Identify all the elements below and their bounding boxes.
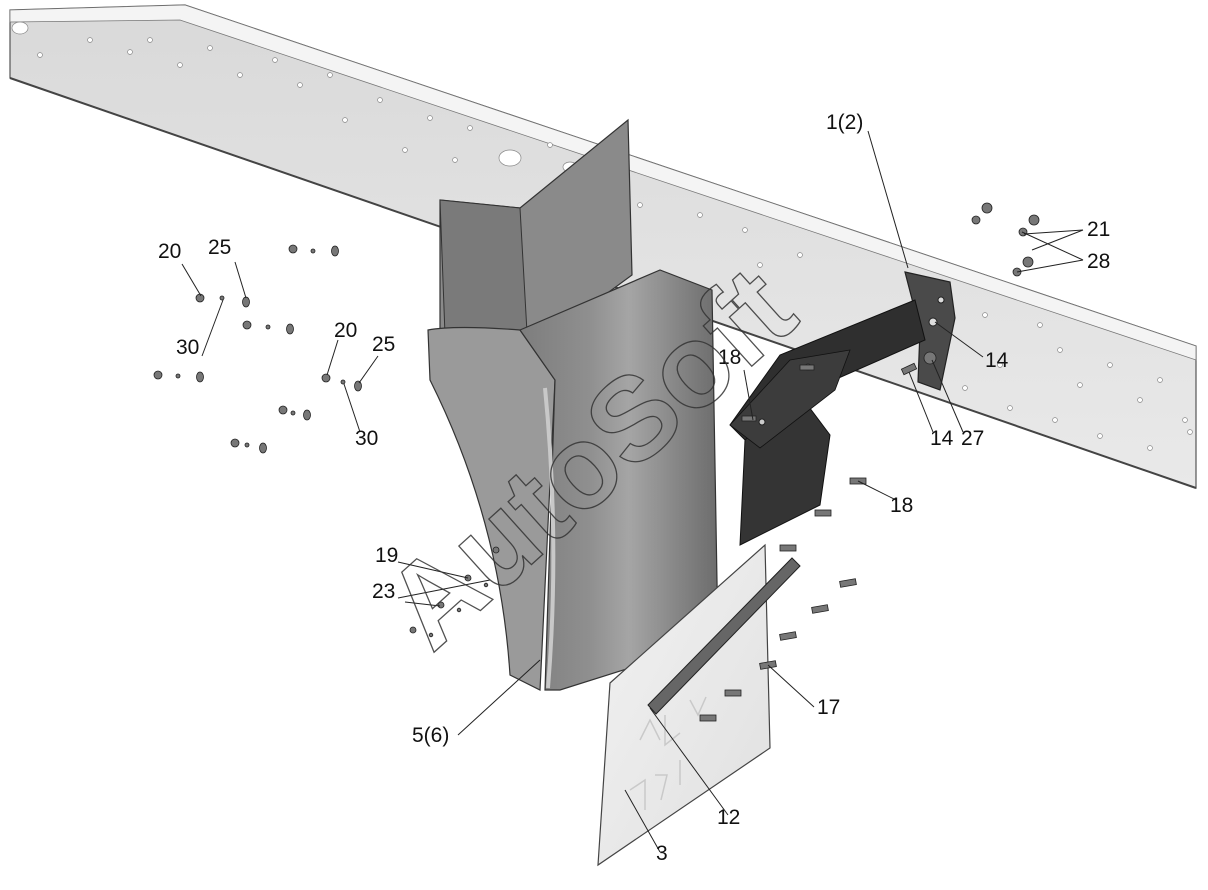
callout-3: 3 xyxy=(656,842,668,865)
callout-18-lower: 18 xyxy=(890,494,913,517)
callout-25-right: 25 xyxy=(372,333,395,356)
leader-lines xyxy=(181,130,1084,853)
plate-faint-characters xyxy=(629,696,707,810)
callout-20-left: 20 xyxy=(158,240,181,263)
callout-25-left: 25 xyxy=(208,236,231,259)
callout-1-2: 1(2) xyxy=(826,111,863,134)
bracket-part-1 xyxy=(729,271,956,546)
callout-14-upper: 14 xyxy=(985,349,1009,372)
callout-17: 17 xyxy=(817,696,840,719)
callout-19: 19 xyxy=(375,544,398,567)
callout-23: 23 xyxy=(372,580,395,603)
callout-20-right: 20 xyxy=(334,319,357,342)
callout-18-upper: 18 xyxy=(718,346,741,369)
callout-labels: 1(2) 21 28 14 14 27 18 18 20 25 30 20 25… xyxy=(158,111,1110,865)
mudguard-part-5 xyxy=(427,118,719,691)
fasteners xyxy=(153,202,1040,722)
callout-30-left: 30 xyxy=(176,336,199,359)
callout-14-lower: 14 xyxy=(930,427,954,450)
callout-12: 12 xyxy=(717,806,740,829)
callout-5-6: 5(6) xyxy=(412,724,449,747)
callout-30-right: 30 xyxy=(355,427,378,450)
callout-27: 27 xyxy=(961,427,984,450)
callout-21: 21 xyxy=(1087,218,1110,241)
plate-holder-bar-part-12 xyxy=(647,557,801,715)
callout-28: 28 xyxy=(1087,250,1110,273)
